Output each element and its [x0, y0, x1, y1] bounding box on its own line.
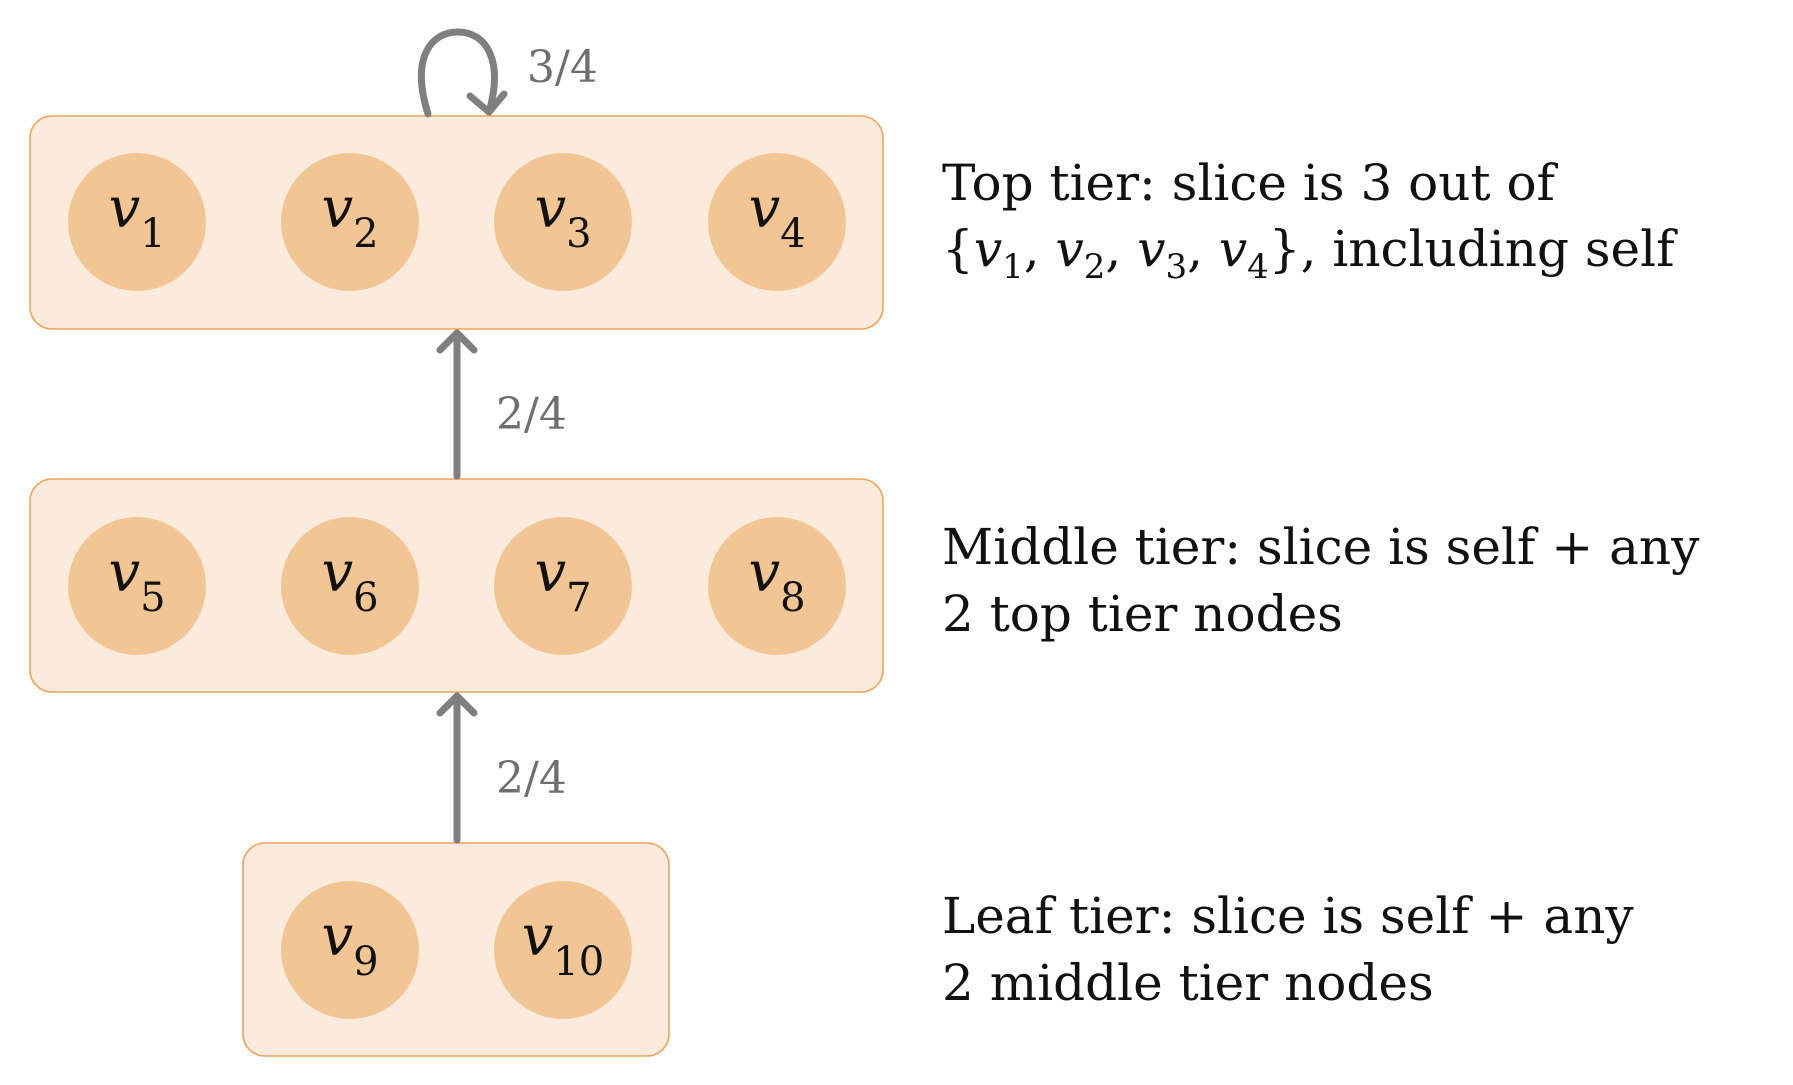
top-tier-box — [29, 115, 884, 330]
leaf-to-middle-arrowhead — [436, 692, 478, 717]
node-v8: v8 — [708, 517, 846, 655]
node-v10: v10 — [494, 881, 632, 1019]
svg-text:v7: v7 — [534, 540, 591, 621]
node-v6: v6 — [281, 517, 419, 655]
node-v4: v4 — [708, 153, 846, 291]
node-v1: v1 — [68, 153, 206, 291]
leaf-to-middle-label: 2/4 — [496, 753, 567, 804]
middle-tier-description-line1: Middle tier: slice is self + any — [942, 518, 1700, 576]
svg-text:v6: v6 — [321, 540, 378, 621]
node-v7: v7 — [494, 517, 632, 655]
top-tier-description-line2: {v1, v2, v3, v4}, including self — [942, 220, 1678, 287]
self-loop-arrow — [417, 28, 498, 118]
svg-text:v2: v2 — [321, 176, 378, 257]
svg-text:v1: v1 — [108, 176, 165, 257]
svg-text:v9: v9 — [321, 904, 378, 985]
top-tier-description-line1: Top tier: slice is 3 out of — [942, 154, 1559, 212]
svg-text:v5: v5 — [108, 540, 165, 621]
leaf-tier-description-line1: Leaf tier: slice is self + any — [942, 887, 1634, 945]
self-loop-arrowhead — [466, 90, 508, 116]
node-v2: v2 — [281, 153, 419, 291]
svg-text:v8: v8 — [748, 540, 805, 621]
node-v5: v5 — [68, 517, 206, 655]
middle-to-top-arrowhead — [436, 329, 478, 354]
svg-text:v3: v3 — [534, 176, 591, 257]
svg-text:v4: v4 — [748, 176, 805, 257]
node-v9: v9 — [281, 881, 419, 1019]
middle-to-top-label: 2/4 — [496, 389, 567, 440]
middle-tier-description-line2: 2 top tier nodes — [942, 585, 1343, 643]
node-v3: v3 — [494, 153, 632, 291]
leaf-tier-description-line2: 2 middle tier nodes — [942, 954, 1434, 1012]
self-loop-label: 3/4 — [527, 42, 598, 93]
svg-text:v10: v10 — [522, 904, 605, 985]
